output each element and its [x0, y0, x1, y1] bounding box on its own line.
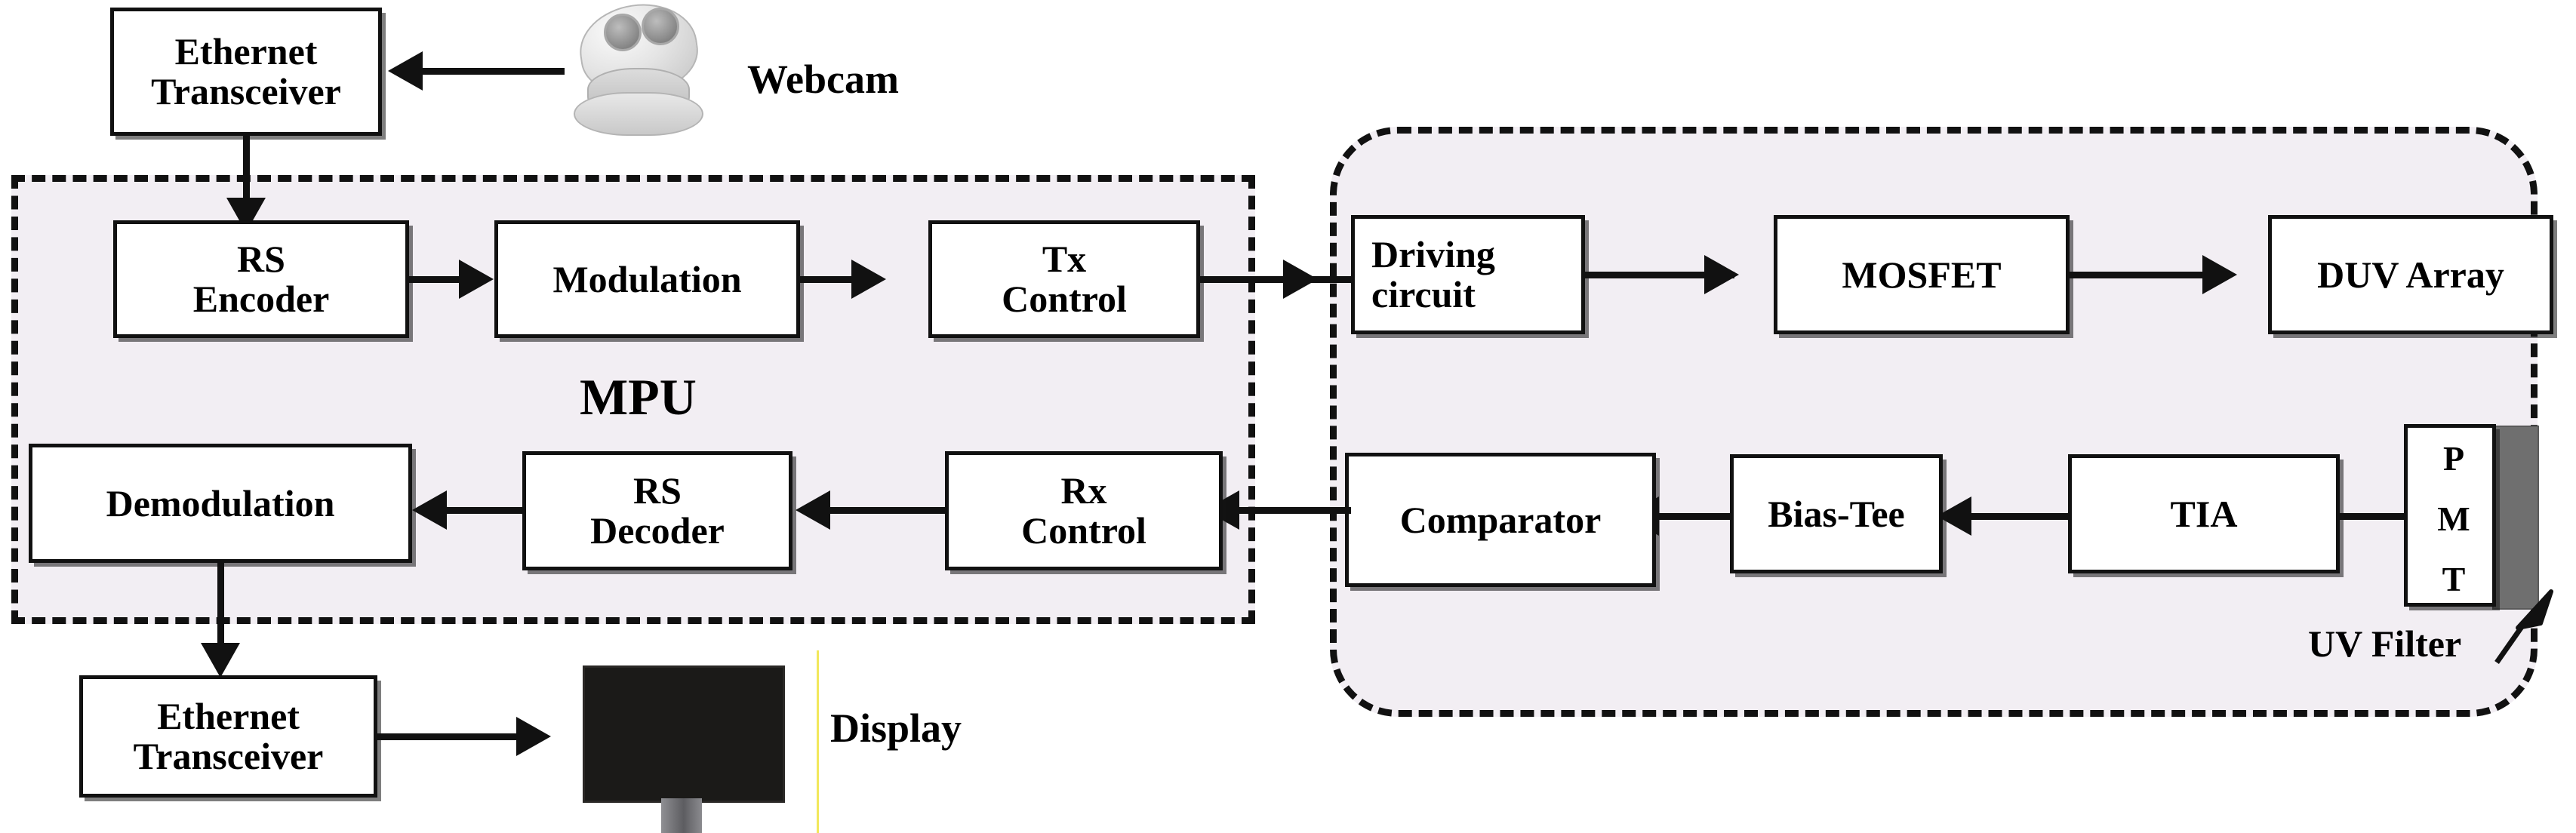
block-label: Ethernet Transceiver: [133, 695, 324, 777]
block-rs-decoder[interactable]: RS Decoder: [522, 451, 792, 570]
connector-bias-to-comparator: [1659, 513, 1733, 520]
arrowhead-right: [459, 260, 494, 299]
uv-filter-leader-arrow: [2494, 589, 2553, 665]
webcam-lens-right: [642, 8, 679, 45]
connector-encoder-to-modulation: [409, 276, 462, 283]
connector-ethernet-to-mpu: [243, 136, 250, 211]
block-label: RS Encoder: [192, 238, 330, 320]
mpu-label: MPU: [580, 368, 697, 426]
monitor-screen: [583, 665, 785, 803]
block-label: Modulation: [552, 257, 742, 300]
block-label: Driving circuit: [1371, 233, 1495, 315]
connector-ethernet-to-display: [377, 733, 519, 740]
monitor-stand: [661, 798, 702, 833]
block-duv-array[interactable]: DUV Array: [2268, 215, 2553, 334]
connector-pmt-to-tia: [2311, 513, 2406, 520]
block-label: Comparator: [1399, 498, 1602, 541]
block-label: RS Decoder: [590, 469, 725, 552]
connector-mosfet-to-duv: [2070, 272, 2230, 278]
arrowhead-right: [516, 717, 551, 756]
arrowhead-left: [412, 490, 447, 530]
connector-tia-to-bias: [1971, 513, 2071, 520]
block-ethernet-transceiver-top[interactable]: Ethernet Transceiver: [110, 8, 382, 136]
block-label: Demodulation: [106, 481, 335, 524]
arrowhead-left: [388, 51, 423, 91]
block-label: Rx Control: [1021, 469, 1146, 552]
connector-modulation-to-tx: [800, 276, 854, 283]
block-ethernet-transceiver-bottom[interactable]: Ethernet Transceiver: [79, 675, 377, 798]
block-pmt[interactable]: P M T: [2404, 424, 2496, 607]
uv-filter-label: UV Filter: [2308, 622, 2462, 665]
webcam-label: Webcam: [747, 57, 899, 102]
block-demodulation[interactable]: Demodulation: [29, 444, 412, 563]
arrowhead-right: [2202, 255, 2237, 294]
webcam-lens-left: [604, 14, 642, 51]
block-rx-control[interactable]: Rx Control: [945, 451, 1223, 570]
connector-webcam-to-ethernet: [423, 68, 565, 75]
arrowhead-right: [1704, 255, 1739, 294]
block-label: TIA: [2170, 492, 2238, 535]
arrowhead-left: [796, 490, 830, 530]
arrowhead-right: [851, 260, 886, 299]
webcam-base: [574, 92, 703, 136]
connector-decoder-to-demodulation: [447, 507, 525, 514]
block-comparator[interactable]: Comparator: [1345, 453, 1656, 587]
block-driving-circuit[interactable]: Driving circuit: [1351, 215, 1585, 334]
block-mosfet[interactable]: MOSFET: [1774, 215, 2070, 334]
block-label: Bias-Tee: [1768, 492, 1905, 535]
connector-rx-to-decoder: [830, 507, 948, 514]
block-label: Tx Control: [1002, 238, 1127, 320]
connector-comparator-to-rx: [1223, 507, 1351, 514]
block-label: MOSFET: [1842, 253, 2002, 296]
monitor-icon: [583, 665, 785, 833]
block-modulation[interactable]: Modulation: [494, 220, 800, 338]
block-label: Ethernet Transceiver: [151, 30, 341, 112]
display-label: Display: [830, 705, 962, 751]
connector-demodulation-to-ethernet: [217, 563, 224, 655]
block-tx-control[interactable]: Tx Control: [928, 220, 1200, 338]
arrowhead-right: [1283, 260, 1318, 299]
connector-driving-to-mosfet: [1585, 272, 1734, 278]
block-bias-tee[interactable]: Bias-Tee: [1730, 454, 1943, 573]
block-rs-encoder[interactable]: RS Encoder: [113, 220, 409, 338]
vertical-guide-line: [817, 650, 819, 833]
arrowhead-down: [201, 643, 240, 678]
block-tia[interactable]: TIA: [2068, 454, 2340, 573]
block-label: DUV Array: [2317, 253, 2504, 296]
webcam-icon: [574, 0, 703, 136]
pmt-letters: P M T: [2437, 439, 2470, 598]
